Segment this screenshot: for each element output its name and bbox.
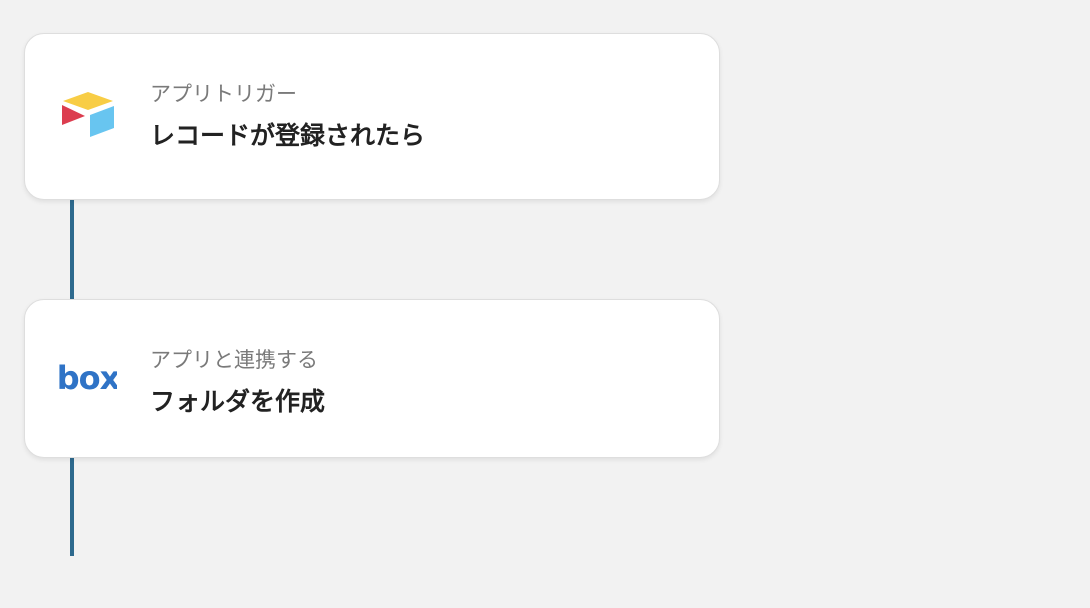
step-kind-label: アプリと連携する [150,348,318,372]
flow-connector-line [70,200,74,300]
flow-connector-line [70,458,74,556]
airtable-icon [62,92,114,137]
trigger-step-card[interactable]: アプリトリガー レコードが登録されたら [24,33,720,200]
action-step-card[interactable]: box アプリと連携する フォルダを作成 [24,299,720,458]
box-icon: box [59,359,117,397]
step-kind-label: アプリトリガー [150,82,297,106]
step-title: フォルダを作成 [150,387,326,416]
svg-text:box: box [59,359,117,397]
step-title: レコードが登録されたら [150,121,426,150]
